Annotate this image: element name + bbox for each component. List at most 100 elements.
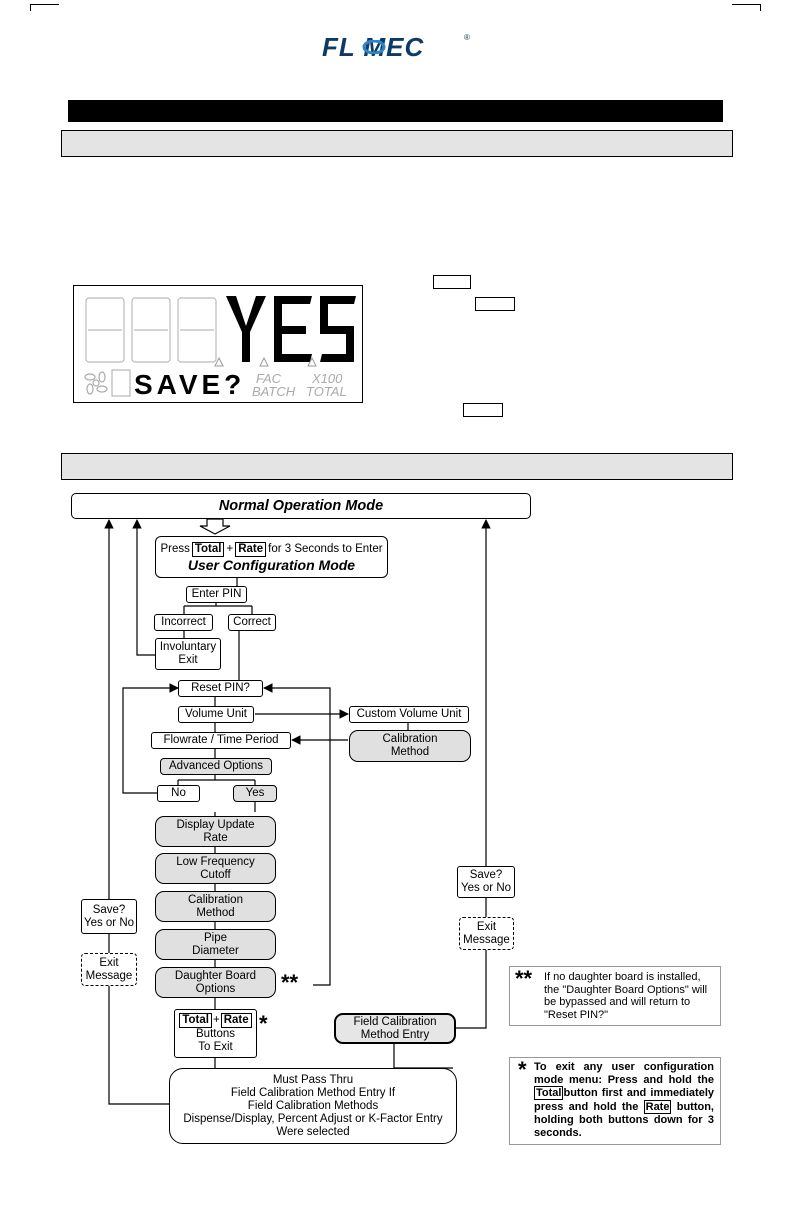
exit-buttons-line-1: Buttons [196, 1028, 235, 1040]
save-yes-no-right-box: Save? Yes or No [457, 866, 515, 898]
display-update-line-1: Display Update [176, 818, 255, 831]
involuntary-exit-box: Involuntary Exit [155, 638, 221, 670]
press-text: Press [160, 543, 190, 555]
exit-message-right-line-1: Exit [476, 920, 497, 933]
total-key: Total [191, 542, 225, 557]
lcd-yes-digits [226, 296, 356, 362]
pipe-diameter-box: Pipe Diameter [155, 929, 276, 960]
for-seconds-text: for 3 Seconds to Enter [268, 543, 383, 555]
exit-plus-sign: + [212, 1014, 220, 1026]
lcd-total-label: TOTAL [306, 384, 347, 399]
exit-message-right-line-2: Message [463, 933, 510, 946]
exit-note-part-1: Press and hold the [607, 1073, 714, 1086]
must-pass-thru-box: Must Pass Thru Field Calibration Method … [169, 1068, 457, 1144]
user-config-mode-title: User Configuration Mode [187, 557, 356, 573]
field-calibration-line-1: Field Calibration [353, 1015, 437, 1028]
lcd-display: SAVE? FAC BATCH X100 TOTAL [73, 285, 363, 403]
field-calibration-line-2: Method Entry [360, 1028, 430, 1041]
involuntary-line-2: Exit [178, 654, 198, 666]
save-yes-no-left-box: Save? Yes or No [81, 899, 137, 934]
enter-pin-box: Enter PIN [186, 586, 247, 603]
corner-mark-left [30, 4, 59, 11]
lcd-markers [214, 356, 317, 367]
corner-mark-right [732, 4, 761, 11]
logo-swoosh-icon [362, 40, 386, 54]
exit-buttons-box: Total + Rate Buttons To Exit [174, 1009, 257, 1058]
field-calibration-entry-box: Field Calibration Method Entry [334, 1013, 456, 1044]
save-left-line-1: Save? [92, 903, 126, 916]
daughter-board-line-2: Options [195, 982, 236, 995]
save-right-line-2: Yes or No [460, 882, 512, 894]
calibration-right-line-1: Calibration [382, 733, 438, 745]
calibration-method-right-box: Calibration Method [349, 730, 471, 762]
no-box: No [157, 785, 200, 802]
daughter-board-options-box: Daughter Board Options [155, 967, 276, 998]
exit-rate-key: Rate [220, 1013, 252, 1028]
lcd-sub-text: SAVE? [134, 369, 245, 400]
advanced-options-box: Advanced Options [160, 758, 272, 775]
exit-message-right-box: Exit Message [459, 917, 514, 950]
exit-buttons-line-2: To Exit [198, 1041, 233, 1053]
daughter-note-text: If no daughter board is installed, the "… [544, 971, 708, 1021]
low-frequency-line-1: Low Frequency [176, 855, 255, 868]
reset-pin-box: Reset PIN? [178, 680, 263, 697]
exit-note-part-2: button first and immediately press and h… [534, 1087, 714, 1113]
save-right-line-1: Save? [469, 869, 503, 881]
double-asterisk-marker: ** [281, 970, 299, 995]
display-update-rate-box: Display Update Rate [155, 816, 276, 847]
must-pass-line-3: Field Calibration Methods [247, 1099, 379, 1112]
logo-registered-mark: ® [464, 33, 471, 42]
calibration-right-line-2: Method [390, 746, 430, 758]
single-asterisk-marker: * [259, 1011, 268, 1036]
calibration-method-box: Calibration Method [155, 891, 276, 922]
calibration-line-2: Method [196, 906, 235, 919]
lcd-sub-ghost [111, 369, 131, 397]
low-frequency-cutoff-box: Low Frequency Cutoff [155, 853, 276, 884]
involuntary-line-1: Involuntary [159, 641, 217, 653]
enter-instruction-row: Press Total + Rate for 3 Seconds to Ente… [160, 542, 383, 557]
lcd-x100-label: X100 [311, 371, 343, 386]
must-pass-line-5: Were selected [276, 1125, 350, 1138]
lcd-ghost-digits [85, 297, 217, 363]
section-header-bar-2 [61, 453, 733, 480]
exit-note-total-key: Total [534, 1086, 564, 1100]
exit-note-part-3: button, holding both buttons down for 3 … [534, 1101, 714, 1139]
pipe-diameter-line-2: Diameter [192, 944, 239, 957]
key-outline-1 [433, 275, 471, 289]
lcd-fac-label: FAC [256, 371, 282, 386]
note-double-asterisk: ** [515, 966, 533, 991]
fan-icon [84, 371, 108, 395]
daughter-board-line-1: Daughter Board [174, 969, 257, 982]
note-single-asterisk: * [518, 1057, 527, 1082]
normal-operation-mode-box: Normal Operation Mode [71, 493, 531, 519]
logo-text: FL MEC [322, 32, 425, 62]
exit-note-rate-key: Rate [643, 1100, 672, 1114]
key-outline-2 [475, 297, 515, 311]
plus-sign: + [226, 543, 234, 555]
flomec-logo: FL MEC ® [322, 32, 472, 62]
low-frequency-line-2: Cutoff [200, 868, 231, 881]
exit-message-left-line-1: Exit [99, 956, 119, 969]
display-update-line-2: Rate [203, 831, 228, 844]
custom-volume-unit-box: Custom Volume Unit [349, 706, 469, 723]
incorrect-box: Incorrect [154, 614, 213, 631]
save-left-line-2: Yes or No [83, 916, 135, 929]
exit-note-lead: To exit any user configuration mode menu… [534, 1061, 714, 1086]
exit-message-left-line-2: Message [85, 969, 133, 982]
lcd-batch-label: BATCH [252, 384, 296, 399]
exit-total-key: Total [179, 1013, 212, 1028]
must-pass-line-4: Dispense/Display, Percent Adjust or K-Fa… [183, 1112, 443, 1125]
yes-box: Yes [233, 785, 277, 802]
section-title-bar [68, 100, 723, 122]
volume-unit-box: Volume Unit [178, 706, 254, 723]
key-outline-3 [463, 403, 503, 417]
exit-message-left-box: Exit Message [81, 953, 137, 986]
must-pass-line-2: Field Calibration Method Entry If [230, 1086, 396, 1099]
exit-menu-note: * To exit any user configuration mode me… [509, 1057, 721, 1145]
section-header-bar-1 [61, 130, 733, 157]
pipe-diameter-line-1: Pipe [203, 931, 228, 944]
flowrate-time-period-box: Flowrate / Time Period [151, 732, 291, 749]
enter-user-config-box: Press Total + Rate for 3 Seconds to Ente… [155, 536, 388, 578]
calibration-line-1: Calibration [188, 893, 243, 906]
rate-key: Rate [235, 542, 267, 557]
